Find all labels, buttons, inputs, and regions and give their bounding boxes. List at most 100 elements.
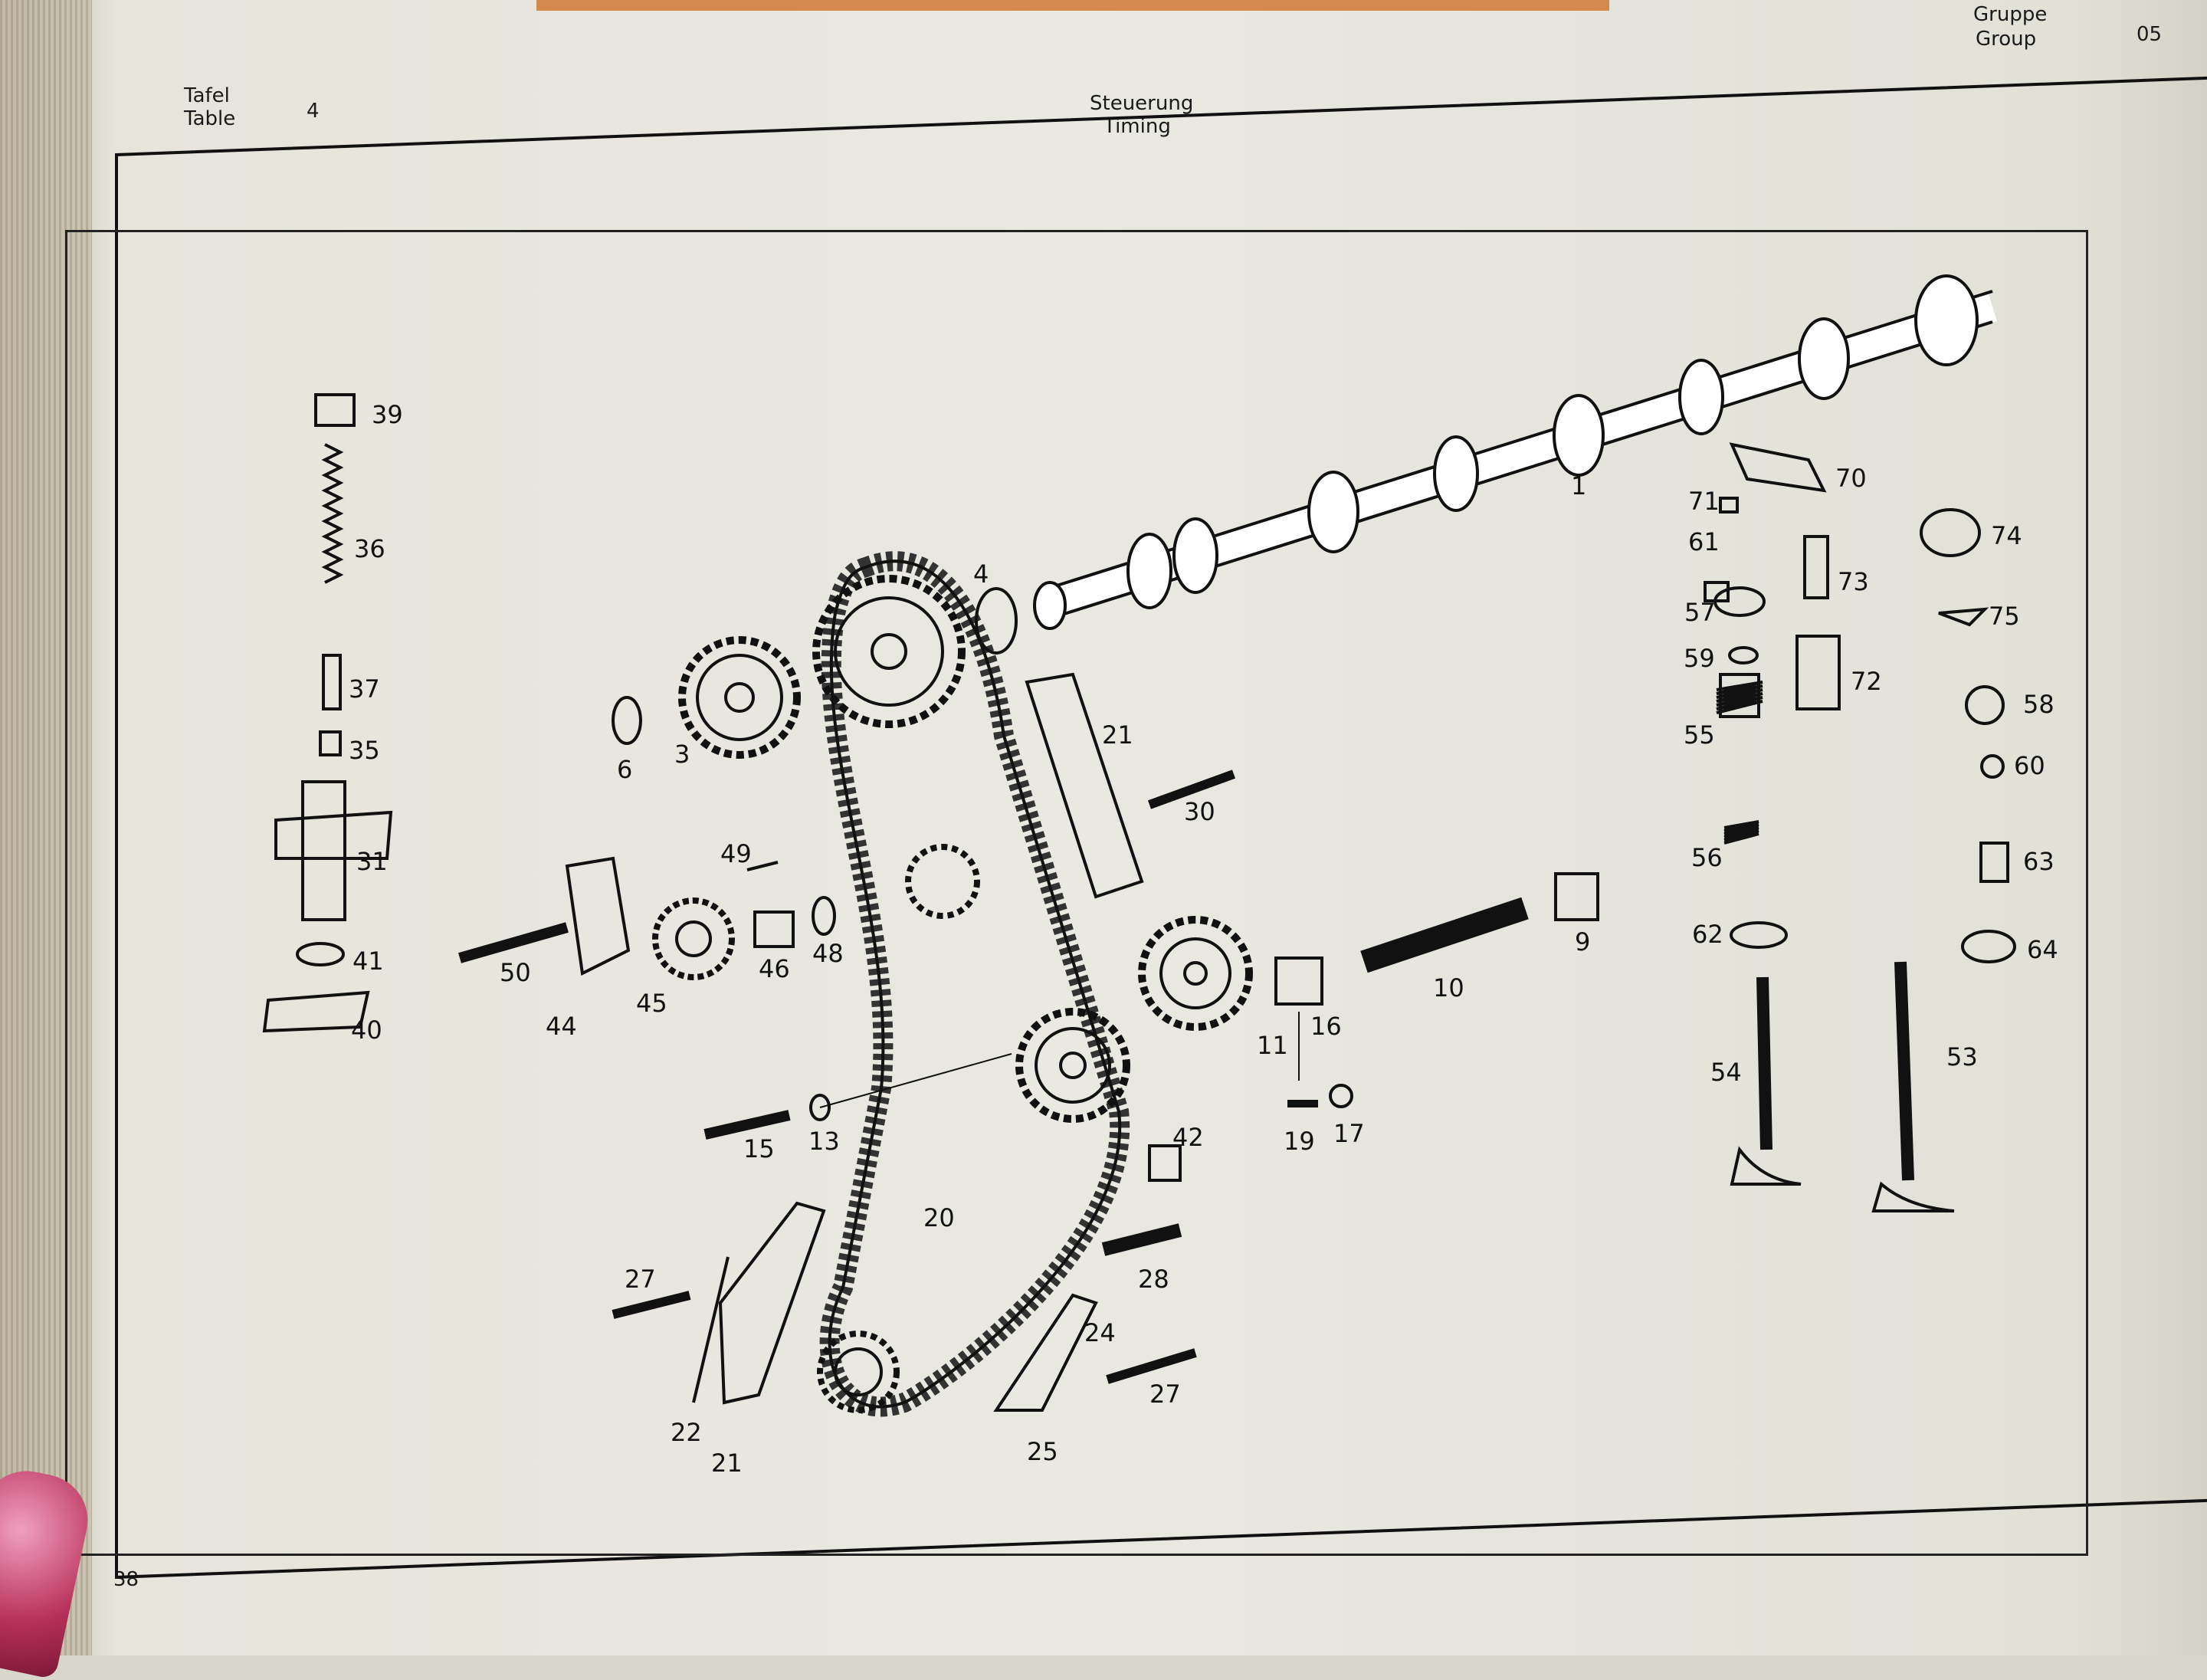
callout-20: 20	[923, 1203, 955, 1232]
valve-guide-part	[1719, 673, 1760, 718]
plug-part	[1101, 1223, 1182, 1256]
callout-30: 30	[1184, 797, 1215, 826]
guide-pin-part	[1106, 1348, 1197, 1384]
small-sprocket-part	[652, 897, 735, 980]
callout-15: 15	[743, 1134, 775, 1163]
callout-58: 58	[2023, 690, 2055, 719]
oil-pump-drive-shaft-part	[1360, 897, 1529, 973]
group-label: Group	[1976, 28, 2037, 51]
rocker-arm-part	[1729, 442, 1827, 493]
bolt-part	[1148, 1144, 1182, 1182]
callout-9: 9	[1575, 927, 1590, 956]
tensioner-rail-part	[993, 1293, 1098, 1412]
callout-25: 25	[1027, 1437, 1058, 1466]
oil-pump-sprocket-part	[1138, 916, 1253, 1031]
valve-rotator-part	[1961, 930, 2016, 963]
washer-part	[1980, 754, 2005, 779]
valve-stem-seal-part	[1979, 842, 2009, 883]
callout-35: 35	[349, 736, 380, 765]
callout-54: 54	[1710, 1058, 1742, 1087]
diagram-frame	[65, 230, 2088, 1556]
camshaft-sprocket-part	[812, 575, 966, 728]
timing-chain-part	[819, 551, 1130, 1417]
bushing-part	[753, 911, 795, 948]
leader-lines	[819, 1012, 1300, 1108]
callout-21-lower: 21	[711, 1449, 743, 1478]
callout-56: 56	[1691, 843, 1723, 872]
callout-4: 4	[973, 559, 989, 589]
wire-spring-part	[692, 1256, 730, 1403]
callout-60: 60	[2014, 751, 2045, 780]
callout-37: 37	[349, 674, 380, 704]
callout-41: 41	[353, 947, 384, 976]
callout-72: 72	[1851, 667, 1882, 696]
callout-11: 11	[1257, 1031, 1288, 1060]
bolt-part	[1147, 769, 1236, 809]
valve-spring-part	[1716, 681, 1763, 845]
callout-42: 42	[1172, 1123, 1204, 1152]
callout-55: 55	[1684, 720, 1715, 750]
intake-valve-part	[1730, 976, 1802, 1186]
callout-36: 36	[354, 534, 385, 563]
spring-seat-part	[1730, 921, 1788, 949]
callout-73: 73	[1838, 567, 1869, 596]
seal-part	[1965, 685, 2005, 725]
callout-28: 28	[1138, 1265, 1169, 1294]
callout-13: 13	[808, 1127, 840, 1156]
callout-6: 6	[617, 755, 632, 784]
washer-part	[809, 1094, 831, 1121]
callout-70: 70	[1835, 464, 1867, 493]
table-number: 4	[307, 100, 320, 123]
callout-17: 17	[1333, 1119, 1365, 1148]
callout-74: 74	[1991, 521, 2022, 550]
bolt-part	[703, 1110, 791, 1140]
exhaust-valve-part	[1871, 961, 1955, 1212]
book-spine	[0, 0, 92, 1655]
valve-cotter-part	[1728, 646, 1759, 664]
chain-tensioner-part	[262, 393, 393, 1033]
callout-62: 62	[1692, 920, 1723, 949]
idler-sprocket-part	[905, 844, 980, 919]
tensioner-lever-part	[565, 856, 631, 976]
lower-guide-rail-part	[718, 1201, 826, 1405]
callout-40: 40	[351, 1016, 382, 1045]
cover-edge	[536, 0, 1609, 11]
callout-16: 16	[1310, 1012, 1342, 1041]
page-number: 38	[113, 1568, 139, 1591]
callout-59: 59	[1684, 644, 1715, 673]
callout-27-right: 27	[1149, 1380, 1181, 1409]
washer-part	[975, 587, 1018, 655]
callout-57: 57	[1684, 598, 1716, 627]
callout-49: 49	[720, 839, 752, 868]
hydraulic-adjuster-part	[1803, 535, 1829, 599]
callout-61: 61	[1688, 527, 1720, 556]
callout-19: 19	[1284, 1127, 1315, 1156]
callout-53: 53	[1946, 1042, 1978, 1071]
lower-sprocket-part	[817, 1331, 900, 1413]
title-english: Timing	[1104, 115, 1171, 138]
callout-39: 39	[372, 400, 403, 429]
callout-1: 1	[1571, 471, 1586, 500]
callout-22: 22	[671, 1418, 702, 1447]
callout-21-upper: 21	[1102, 720, 1133, 750]
callout-71: 71	[1688, 487, 1720, 516]
washer-part	[1329, 1084, 1353, 1108]
callout-10: 10	[1433, 973, 1464, 1002]
callout-64: 64	[2027, 935, 2058, 964]
ring-part	[812, 896, 836, 936]
pivot-bolt-part	[458, 922, 569, 963]
gruppe-label: Gruppe	[1973, 3, 2048, 26]
tafel-label: Tafel	[184, 84, 230, 107]
intermediate-sprocket-part	[678, 636, 801, 759]
spring-clip-part	[1920, 508, 1981, 557]
callout-63: 63	[2023, 847, 2055, 876]
washer-part	[612, 696, 642, 745]
crankshaft-sprocket-part	[1015, 1008, 1130, 1123]
callout-31: 31	[356, 847, 388, 876]
title-german: Steuerung	[1090, 92, 1194, 115]
callout-50: 50	[500, 958, 531, 987]
callout-24: 24	[1084, 1318, 1116, 1347]
valve-keeper-part	[1704, 581, 1730, 602]
